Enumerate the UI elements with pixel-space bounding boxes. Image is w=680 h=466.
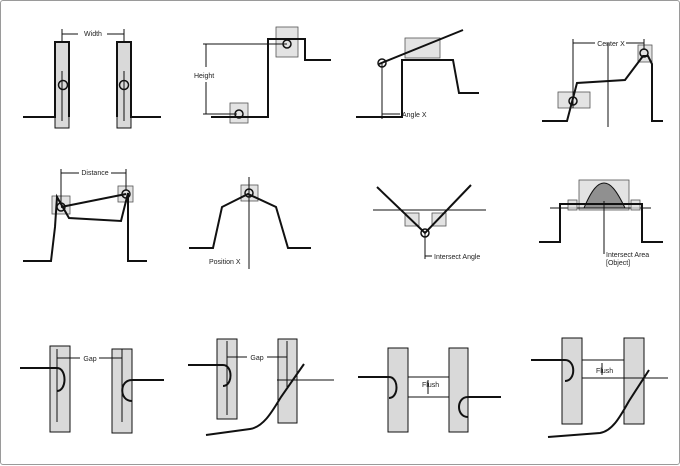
diagonal-profile — [547, 369, 650, 438]
position-x-panel: Position X — [189, 177, 311, 269]
gap-label: Gap — [250, 355, 263, 362]
left-curve-profile — [358, 376, 398, 399]
intersect-area-sublabel: [Object] — [606, 260, 630, 267]
v-profile-line — [376, 184, 472, 235]
intersect-angle-label: Intersect Angle — [434, 254, 480, 261]
center-x-label: Center X — [597, 41, 625, 48]
angle-fit-line — [378, 29, 464, 65]
intersect-area-fill — [583, 182, 626, 209]
right-edge-marker — [118, 79, 130, 91]
left-object — [387, 347, 409, 433]
right-curve-profile — [121, 379, 164, 402]
height-panel: Height — [194, 26, 331, 124]
diagonal-profile — [205, 363, 305, 436]
distance-profile-line — [23, 192, 147, 262]
intersect-angle-panel: Intersect Angle — [373, 184, 486, 261]
position-x-label: Position X — [209, 259, 241, 266]
center-x-panel: Center X — [542, 39, 663, 127]
flush-2-panel: Flush — [531, 337, 668, 438]
width-label: Width — [84, 31, 102, 38]
flush-label: Flush — [596, 368, 613, 375]
flush-1-panel: Flush — [358, 347, 501, 433]
flush-label: Flush — [422, 382, 439, 389]
angle-x-panel: Angle X — [356, 29, 479, 119]
low-search-window — [229, 102, 249, 124]
position-profile-line — [189, 192, 311, 249]
left-curve-profile — [188, 364, 232, 387]
area-profile-line — [539, 203, 663, 243]
gap-1-panel: Gap — [20, 345, 164, 434]
height-profile-line — [211, 38, 331, 118]
right-curve-profile — [458, 396, 501, 418]
angle-x-label: Angle X — [402, 112, 427, 119]
distance-label: Distance — [81, 170, 108, 177]
right-profile-line — [116, 41, 161, 118]
distance-connector — [60, 193, 127, 208]
gap-label: Gap — [83, 356, 96, 363]
angle-profile-line — [356, 59, 479, 118]
height-label: Height — [194, 73, 214, 80]
left-edge-marker — [57, 79, 69, 91]
center-profile-line — [542, 55, 663, 122]
intersect-area-panel: Intersect Area [Object] — [539, 179, 663, 267]
gap-2-panel: Gap — [188, 338, 334, 436]
distance-panel: Distance — [23, 169, 147, 262]
intersect-area-label: Intersect Area — [606, 252, 649, 259]
left-curve-profile — [531, 359, 575, 382]
right-object — [448, 347, 469, 433]
high-search-window — [275, 26, 299, 58]
width-panel: Width — [23, 29, 161, 129]
left-profile-line — [23, 41, 70, 118]
